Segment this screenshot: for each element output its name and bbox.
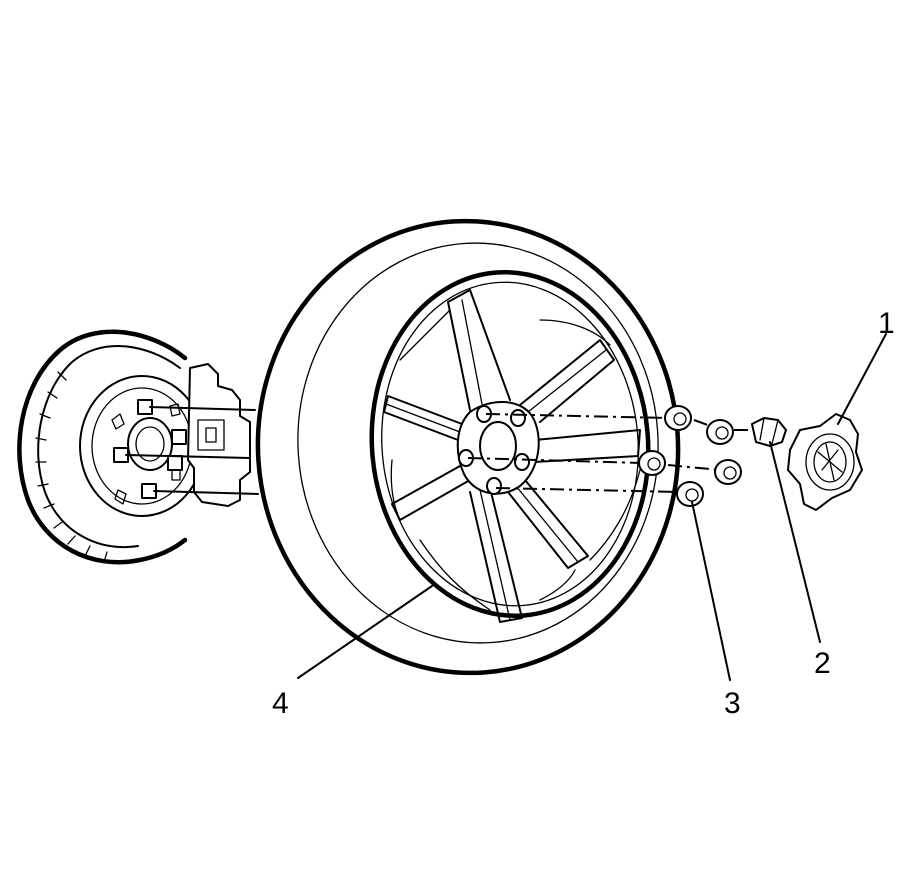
callout-2: 2 xyxy=(814,647,831,680)
leader-lines xyxy=(297,333,887,681)
brake-rotor-hub-assembly xyxy=(17,329,259,565)
alignment-lines xyxy=(467,413,752,493)
wheel-nut-icon xyxy=(638,405,742,507)
callout-3: 3 xyxy=(724,687,741,720)
wheel-spoke-icon xyxy=(383,289,641,623)
wheel-stud-icon xyxy=(113,399,187,499)
lug-nut-cap-icon xyxy=(751,417,787,447)
tire-and-wheel-assembly xyxy=(255,218,681,676)
callout-4: 4 xyxy=(272,687,289,720)
center-cap-icon xyxy=(787,413,863,511)
brake-caliper-icon xyxy=(187,363,251,507)
callout-1: 1 xyxy=(878,307,895,340)
